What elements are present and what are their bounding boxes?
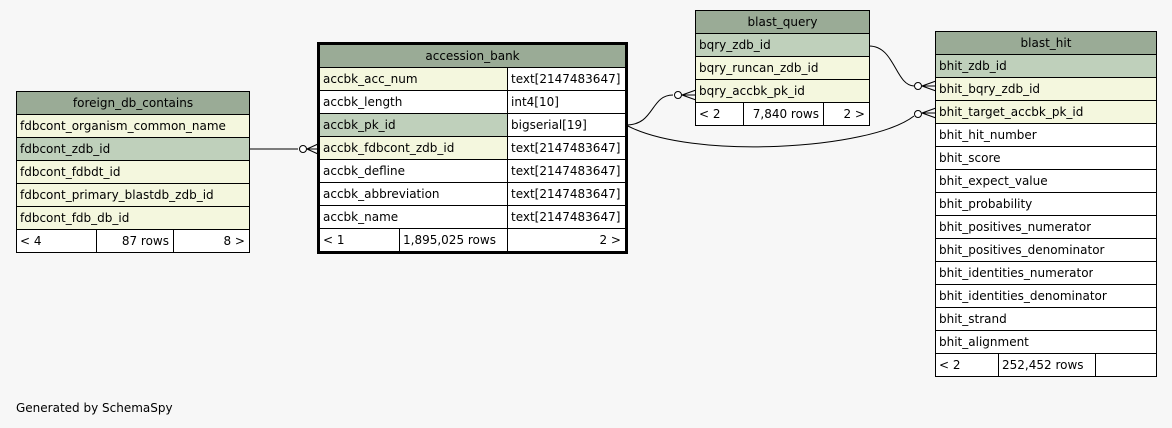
generated-by-label: Generated by SchemaSpy bbox=[16, 401, 173, 415]
table-footer: < 4 87 rows 8 > bbox=[17, 230, 249, 252]
column-row: bhit_positives_numerator bbox=[936, 216, 1156, 239]
column-row: bhit_hit_number bbox=[936, 124, 1156, 147]
table-title: blast_hit bbox=[936, 32, 1156, 55]
column-row: bhit_expect_value bbox=[936, 170, 1156, 193]
column-row: fdbcont_zdb_id bbox=[17, 138, 249, 161]
column-row: bhit_bqry_zdb_id bbox=[936, 78, 1156, 101]
table-accession-bank[interactable]: accession_bank accbk_acc_num text[214748… bbox=[317, 42, 628, 254]
table-title: blast_query bbox=[696, 11, 869, 34]
column-row: bhit_target_accbk_pk_id bbox=[936, 101, 1156, 124]
column-row: bqry_accbk_pk_id bbox=[696, 80, 869, 103]
table-footer: < 2 252,452 rows bbox=[936, 354, 1156, 376]
column-row: fdbcont_organism_common_name bbox=[17, 115, 249, 138]
column-row: accbk_acc_num text[2147483647] bbox=[320, 68, 625, 91]
edge-blast-query-to-blast-hit bbox=[868, 45, 915, 87]
table-foreign-db-contains[interactable]: foreign_db_contains fdbcont_organism_com… bbox=[16, 91, 250, 253]
column-row: bhit_identities_numerator bbox=[936, 262, 1156, 285]
column-row: bhit_probability bbox=[936, 193, 1156, 216]
column-row: bqry_runcan_zdb_id bbox=[696, 57, 869, 80]
column-row: bhit_score bbox=[936, 147, 1156, 170]
edge-accbk-to-blast-query bbox=[625, 94, 674, 126]
column-row: bhit_zdb_id bbox=[936, 55, 1156, 78]
table-title: accession_bank bbox=[320, 45, 625, 68]
table-blast-query[interactable]: blast_query bqry_zdb_id bqry_runcan_zdb_… bbox=[695, 10, 870, 126]
table-title: foreign_db_contains bbox=[17, 92, 249, 115]
column-row: fdbcont_primary_blastdb_zdb_id bbox=[17, 184, 249, 207]
column-row: accbk_pk_id bigserial[19] bbox=[320, 114, 625, 137]
column-row: accbk_fdbcont_zdb_id text[2147483647] bbox=[320, 137, 625, 160]
table-footer: < 2 7,840 rows 2 > bbox=[696, 103, 869, 125]
edge-accbk-to-blast-hit bbox=[625, 115, 915, 148]
column-row: fdbcont_fdb_db_id bbox=[17, 207, 249, 230]
table-footer: < 1 1,895,025 rows 2 > bbox=[320, 229, 625, 251]
table-blast-hit[interactable]: blast_hit bhit_zdb_id bhit_bqry_zdb_id b… bbox=[935, 31, 1157, 377]
column-row: fdbcont_fdbdt_id bbox=[17, 161, 249, 184]
column-row: bhit_identities_denominator bbox=[936, 285, 1156, 308]
column-row: bhit_strand bbox=[936, 308, 1156, 331]
column-row: bqry_zdb_id bbox=[696, 34, 869, 57]
column-row: accbk_abbreviation text[2147483647] bbox=[320, 183, 625, 206]
column-row: accbk_length int4[10] bbox=[320, 91, 625, 114]
column-row: accbk_name text[2147483647] bbox=[320, 206, 625, 229]
column-row: bhit_alignment bbox=[936, 331, 1156, 354]
column-row: accbk_defline text[2147483647] bbox=[320, 160, 625, 183]
column-row: bhit_positives_denominator bbox=[936, 239, 1156, 262]
